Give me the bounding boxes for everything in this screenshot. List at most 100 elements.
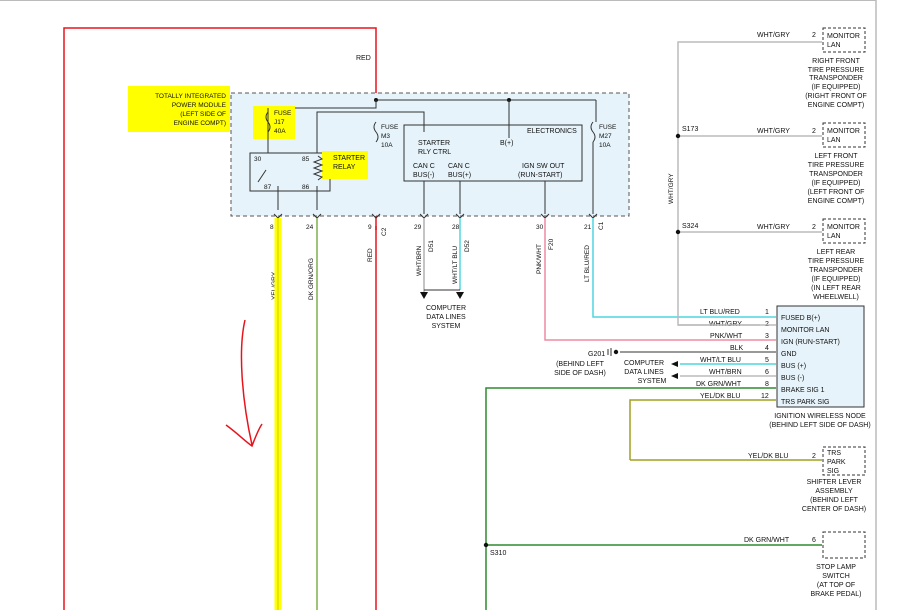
starter-rly-ctrl-label: STARTER RLY CTRL (418, 140, 451, 156)
svg-text:FUSE: FUSE (599, 124, 617, 131)
fuse-j17-highlight (253, 106, 295, 139)
svg-text:D51: D51 (428, 240, 435, 252)
wire-d52-labels: 28 D52 WHT/LT BLU (452, 224, 471, 284)
splice-s310-label: S310 (490, 550, 506, 557)
svg-text:BUS (-): BUS (-) (781, 375, 804, 382)
svg-text:DATA LINES: DATA LINES (624, 369, 664, 376)
svg-text:WHT/BRN: WHT/BRN (416, 245, 423, 276)
svg-text:2: 2 (812, 32, 816, 39)
wire-wht-gry-trunk (677, 41, 822, 326)
svg-text:MONITOR: MONITOR (827, 33, 860, 40)
svg-text:(IF EQUIPPED): (IF EQUIPPED) (811, 180, 860, 187)
sensor-left-front: WHT/GRY 2 MONITOR LAN LEFT FRONT TIRE PR… (757, 122, 866, 205)
svg-text:C1: C1 (598, 221, 605, 230)
svg-text:ASSEMBLY: ASSEMBLY (815, 488, 853, 495)
svg-text:10A: 10A (381, 142, 393, 149)
splice-s173-label: S173 (682, 126, 698, 133)
svg-text:COMPUTER: COMPUTER (624, 360, 664, 367)
sensor-right-front: WHT/GRY 2 MONITOR LAN RIGHT FRONT TIRE P… (757, 27, 867, 109)
svg-text:MONITOR LAN: MONITOR LAN (781, 327, 830, 334)
svg-text:TOTALLY INTEGRATED: TOTALLY INTEGRATED (155, 93, 226, 100)
shifter-lever-assembly: YEL/DK BLU 2 TRS PARK SIG SHIFTER LEVER … (748, 446, 866, 513)
svg-text:(IF EQUIPPED): (IF EQUIPPED) (811, 276, 860, 283)
svg-text:STOP LAMP: STOP LAMP (816, 564, 856, 571)
splice-s324-dot (675, 229, 681, 235)
wire-f20-labels: 30 F20 PNK/WHT (536, 224, 555, 274)
svg-text:IGN SW OUT: IGN SW OUT (522, 163, 565, 170)
red-top-label: RED (356, 55, 371, 62)
bus-plus-arrow (671, 361, 678, 367)
svg-text:SYSTEM: SYSTEM (638, 378, 667, 385)
svg-text:SWITCH: SWITCH (822, 573, 850, 580)
computer-data-lines-label: COMPUTER DATA LINES SYSTEM (426, 305, 466, 330)
svg-text:YEL/DK BLU: YEL/DK BLU (700, 393, 740, 400)
svg-text:LEFT FRONT: LEFT FRONT (814, 153, 858, 160)
relay-switch-arm (257, 169, 267, 183)
svg-text:LEFT REAR: LEFT REAR (817, 249, 855, 256)
svg-text:(AT TOP OF: (AT TOP OF (817, 582, 855, 589)
svg-text:TIRE PRESSURE: TIRE PRESSURE (808, 258, 865, 265)
svg-text:SIDE OF DASH): SIDE OF DASH) (554, 370, 606, 377)
svg-text:FUSE: FUSE (381, 124, 399, 131)
data-lines-arrow (456, 292, 464, 299)
svg-text:87: 87 (264, 184, 272, 191)
svg-text:COMPUTER: COMPUTER (426, 305, 466, 312)
svg-text:WHEELWELL): WHEELWELL) (813, 294, 859, 301)
svg-text:TIRE PRESSURE: TIRE PRESSURE (808, 162, 865, 169)
svg-text:D52: D52 (464, 240, 471, 252)
svg-text:M27: M27 (599, 133, 612, 140)
wht-gry-trunk-label: WHT/GRY (668, 173, 675, 204)
svg-text:CAN C: CAN C (413, 163, 435, 170)
tipm-highlight (128, 86, 230, 132)
ignition-node-box (776, 305, 865, 408)
svg-text:21: 21 (584, 224, 592, 231)
svg-text:SYSTEM: SYSTEM (432, 323, 461, 330)
svg-text:PARK: PARK (827, 459, 846, 466)
svg-text:28: 28 (452, 224, 460, 231)
fuse-m27-label: FUSE M27 10A (599, 124, 617, 149)
svg-text:6: 6 (812, 537, 816, 544)
node-data-lines-label: COMPUTER DATA LINES SYSTEM (624, 360, 667, 385)
svg-text:ENGINE COMPT): ENGINE COMPT) (174, 120, 226, 127)
svg-text:6: 6 (765, 369, 769, 376)
svg-text:LAN: LAN (827, 42, 841, 49)
svg-text:2: 2 (812, 224, 816, 231)
svg-text:4: 4 (765, 345, 769, 352)
svg-text:STARTER: STARTER (418, 140, 450, 147)
electronics-label: ELECTRONICS (527, 128, 577, 135)
svg-text:FUSED B(+): FUSED B(+) (781, 315, 820, 322)
svg-text:8: 8 (765, 381, 769, 388)
wire-pnk-wht (544, 218, 760, 341)
svg-text:10A: 10A (599, 142, 611, 149)
splice-s310-dot (483, 542, 489, 548)
svg-text:BUS (+): BUS (+) (781, 363, 806, 370)
svg-text:DK GRN/WHT: DK GRN/WHT (696, 381, 742, 388)
can-plus-label: CAN C BUS(+) (448, 163, 471, 179)
svg-text:DK GRN/WHT: DK GRN/WHT (744, 537, 790, 544)
svg-text:G201: G201 (588, 351, 605, 358)
svg-text:DATA LINES: DATA LINES (426, 314, 466, 321)
svg-text:TRANSPONDER: TRANSPONDER (809, 75, 863, 82)
svg-text:(IF EQUIPPED): (IF EQUIPPED) (811, 84, 860, 91)
svg-text:WHT/GRY: WHT/GRY (757, 128, 790, 135)
svg-text:BUS(-): BUS(-) (413, 172, 434, 179)
fuse-m27-symbol (590, 121, 596, 143)
svg-text:IGNITION WIRELESS NODE: IGNITION WIRELESS NODE (774, 413, 866, 420)
svg-text:30: 30 (536, 224, 544, 231)
svg-text:(IN LEFT REAR: (IN LEFT REAR (811, 285, 861, 292)
svg-text:F20: F20 (548, 238, 555, 250)
svg-text:2: 2 (812, 453, 816, 460)
starter-relay-label: STARTER RELAY (333, 155, 365, 171)
svg-text:STARTER: STARTER (333, 155, 365, 162)
svg-text:12: 12 (761, 393, 769, 400)
svg-text:(BEHIND LEFT: (BEHIND LEFT (810, 497, 859, 504)
bplus-label: B(+) (500, 140, 513, 147)
svg-text:29: 29 (414, 224, 422, 231)
data-lines-arrow (420, 292, 428, 299)
ground-g201: G201 (BEHIND LEFT SIDE OF DASH) (554, 348, 619, 377)
svg-text:WHT/BRN: WHT/BRN (709, 369, 742, 376)
splice-s324-label: S324 (682, 223, 698, 230)
tipm-label: TOTALLY INTEGRATED POWER MODULE (LEFT SI… (155, 93, 227, 127)
svg-text:3: 3 (765, 333, 769, 340)
